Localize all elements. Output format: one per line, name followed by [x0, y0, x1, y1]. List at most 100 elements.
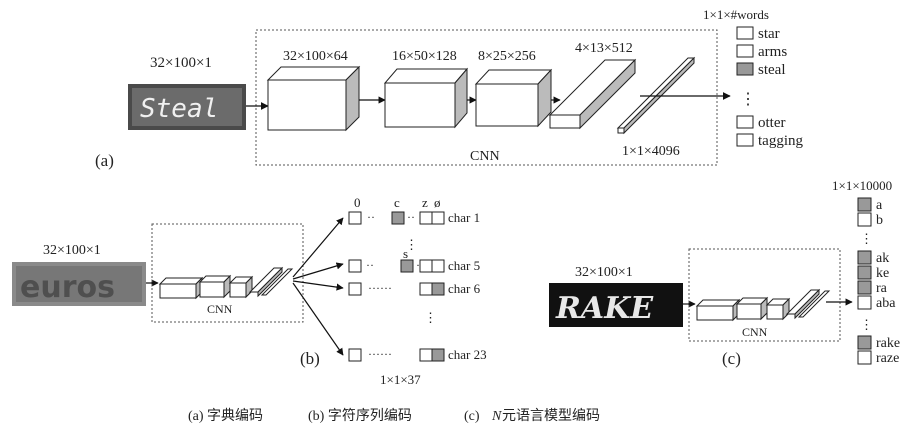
panel-a-layer-3	[476, 70, 551, 126]
panel-c-block-2-front	[737, 304, 761, 319]
panel-a-output-header: 1×1×#words	[703, 7, 769, 22]
panel-a-word-4: otter	[758, 115, 786, 131]
panel-b-row5-cell-z	[420, 260, 432, 272]
panel-b-arrow-char23	[293, 283, 343, 355]
panel-b-arrow-char5	[293, 264, 343, 279]
panel-b-arrow-char6	[293, 281, 343, 288]
caption-c-rest: 元语言模型编码	[502, 408, 600, 424]
panel-a-layer-4	[550, 60, 635, 128]
panel-b-row6-dots: ······	[368, 281, 392, 295]
panel-c-gram-cell-raze	[858, 351, 871, 364]
panel-b-char-23: char 23	[448, 347, 487, 362]
panel-a-word-3: steal	[758, 62, 786, 78]
panel-b-header-null: ø	[434, 195, 441, 210]
panel-a-layer-5-front	[618, 128, 624, 133]
caption-c-prefix: (c)	[464, 409, 480, 424]
panel-a-word-cell-1	[737, 27, 753, 39]
panel-a-layer-5-dims: 1×1×4096	[622, 144, 680, 159]
panel-a-word-cell-2	[737, 45, 753, 57]
panel-a-word-1: star	[758, 26, 780, 42]
panel-b-label: (b)	[300, 349, 320, 368]
panel-c-gram-cell-ke	[858, 266, 871, 279]
panel-c-gram-ke: ke	[876, 266, 889, 281]
panel-b-row1-dots-a: ··	[367, 210, 375, 224]
panel-a-layer-3-dims: 8×25×256	[478, 49, 536, 64]
panel-b-letter-s: s	[403, 246, 408, 261]
panel-b-row1-cell-null	[432, 212, 444, 224]
panel-a-layer-2	[385, 69, 467, 127]
panel-a-word-5: tagging	[758, 133, 803, 149]
panel-b-block-2-front	[200, 282, 224, 297]
panel-b-row6-cell-null	[432, 283, 444, 295]
panel-b-row1-cell-0	[349, 212, 361, 224]
panel-a-layer-1	[268, 67, 359, 130]
panel-b-header-c: c	[394, 195, 400, 210]
panel-c-ellipsis-1: ⋮	[860, 231, 873, 246]
panel-a-layer-1-top	[268, 67, 359, 80]
panel-b-row1-cell-c	[392, 212, 404, 224]
panel-a-layer-2-dims: 16×50×128	[392, 49, 457, 64]
panel-b-input-dims: 32×100×1	[43, 243, 101, 258]
panel-c-output-header: 1×1×10000	[832, 178, 892, 193]
panel-c-ellipsis-2: ⋮	[860, 317, 873, 332]
panel-a-cnn-label: CNN	[470, 149, 500, 164]
panel-c-gram-cell-ra	[858, 281, 871, 294]
panel-b-header-z: z	[422, 195, 428, 210]
panel-c-label: (c)	[722, 349, 741, 368]
caption-a: (a) 字典编码	[188, 408, 263, 424]
panel-c-input-word: RAKE	[555, 291, 654, 326]
figure-caption: (a) 字典编码 (b) 字符序列编码 (c) N 元语言模型编码	[188, 408, 600, 424]
panel-b-row23-cell-z	[420, 349, 432, 361]
panel-b-block-1-front	[160, 284, 196, 298]
panel-b-ellipsis-2: ⋮	[424, 310, 437, 325]
panel-b-arrow-char1	[293, 218, 343, 277]
panel-c-gram-ak: ak	[876, 251, 889, 266]
panel-b-char-5: char 5	[448, 258, 480, 273]
panel-c-cnn-label: CNN	[742, 325, 768, 339]
caption-c-n: N	[491, 409, 502, 424]
panel-c-block-3-front	[767, 305, 783, 319]
panel-c-gram-cell-ak	[858, 251, 871, 264]
panel-c-cnn-stack	[697, 290, 829, 320]
panel-c-gram-cell-b	[858, 213, 871, 226]
caption-b: (b) 字符序列编码	[308, 408, 412, 424]
panel-c-gram-ra: ra	[876, 281, 888, 296]
panel-c-gram-cell-a	[858, 198, 871, 211]
panel-b-cnn-stack	[160, 268, 292, 298]
panel-b-row1-dots-b: ··	[407, 210, 415, 224]
panel-a-label: (a)	[95, 151, 114, 170]
panel-a-layer-2-top	[385, 69, 467, 83]
panel-c-gram-cell-rake	[858, 336, 871, 349]
panel-a-ellipsis: ⋮	[740, 91, 756, 108]
panel-a-layer-4-front	[550, 115, 580, 128]
panel-b-row23-cell-null	[432, 349, 444, 361]
panel-a-layer-1-front	[268, 80, 346, 130]
panel-b-block-1-top	[160, 278, 202, 284]
panel-a-layer-2-front	[385, 83, 455, 127]
panel-a-word-cell-4	[737, 116, 753, 128]
panel-a-word-2: arms	[758, 44, 787, 60]
panel-b-char-1: char 1	[448, 210, 480, 225]
panel-c-gram-raze: raze	[876, 351, 899, 366]
panel-b-header-0: 0	[354, 195, 361, 210]
panel-c-gram-aba: aba	[876, 296, 896, 311]
panel-b-row5-cell-null	[432, 260, 444, 272]
panel-c-gram-rake: rake	[876, 336, 900, 351]
panel-b-output-dims: 1×1×37	[380, 372, 421, 387]
panel-a-input-dims: 32×100×1	[150, 55, 212, 71]
panel-c-gram-cell-aba	[858, 296, 871, 309]
panel-a-layer-3-front	[476, 84, 538, 126]
panel-b-row6-cell-0	[349, 283, 361, 295]
panel-b-block-3-front	[230, 283, 246, 297]
panel-c-gram-b: b	[876, 213, 883, 228]
panel-a-word-cell-3	[737, 63, 753, 75]
panel-b-row23-dots: ······	[368, 347, 392, 361]
panel-b-cnn-label: CNN	[207, 302, 233, 316]
panel-b-row5-dots-a: ··	[366, 258, 374, 272]
panel-c-gram-a: a	[876, 198, 883, 213]
panel-a-input-word: Steal	[140, 94, 218, 124]
panel-b-input-word: euros	[20, 270, 115, 305]
panel-b: 32×100×1 euros CNN 0 c z ø	[12, 195, 487, 387]
